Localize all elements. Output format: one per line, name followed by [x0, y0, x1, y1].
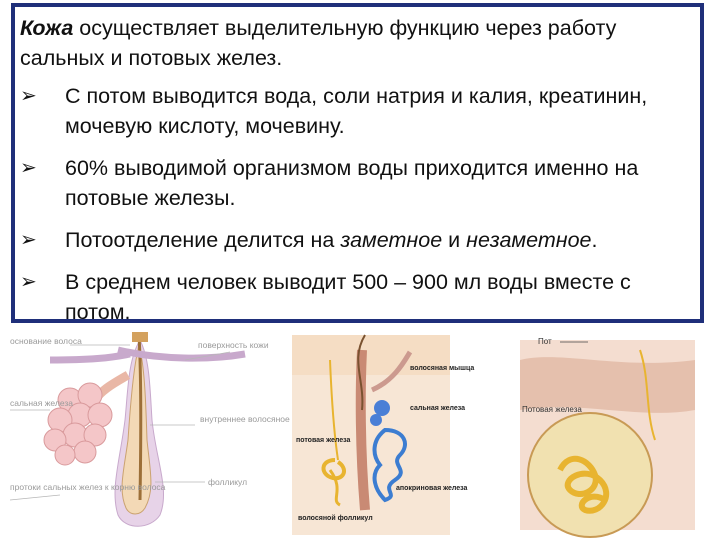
label-follicle: фолликул	[208, 477, 247, 487]
bullet-text-post: .	[591, 228, 598, 252]
figure-middle-skin-glands: волосяная мышца сальная железа потовая ж…	[292, 334, 474, 535]
bullet-text-mid: и	[442, 228, 467, 252]
bullet-text-pre: Потоотделение делится на	[65, 228, 341, 252]
intro-rest-line1: осуществляет выделительную функцию через…	[73, 16, 617, 40]
label-apocrine-gland: апокриновая железа	[396, 485, 468, 492]
bullet-item: ➢ В среднем человек выводит 500 – 900 мл…	[20, 267, 696, 327]
arrow-bullet-icon: ➢	[20, 85, 37, 107]
bullet-text: С потом выводится вода, соли натрия и ка…	[65, 84, 648, 138]
figure-left-sebaceous-gland: основание волоса поверхность кожи сальна…	[0, 330, 335, 540]
label-sebaceous-ducts: протоки сальных желез к корню волоса	[10, 482, 166, 492]
label-hair-follicle: волосяной фолликул	[298, 514, 373, 522]
label-sebaceous-gland-mid: сальная железа	[410, 405, 465, 412]
bullet-emphasis-unnoticeable: незаметное	[466, 228, 592, 252]
label-sweat-gland-right: Потовая железа	[522, 405, 582, 414]
arrow-bullet-icon: ➢	[20, 157, 37, 179]
label-hair-muscle: волосяная мышца	[410, 365, 474, 372]
slide-text-box: Кожа осуществляет выделительную функцию …	[11, 3, 704, 324]
bullet-item: ➢ С потом выводится вода, соли натрия и …	[20, 81, 696, 141]
label-sebaceous-gland: сальная железа	[10, 398, 73, 408]
bullet-text: 60% выводимой организмом воды приходится…	[65, 156, 639, 210]
label-skin-surface: поверхность кожи	[198, 340, 269, 350]
figure-right-sweat-gland: Пот Потовая железа	[520, 337, 695, 538]
intro-term: Кожа	[20, 16, 74, 40]
bullet-list: ➢ С потом выводится вода, соли натрия и …	[20, 81, 696, 327]
bullet-emphasis-noticeable: заметное	[340, 228, 443, 252]
label-inner-root-sheath: внутреннее волосяное влагалище	[200, 414, 335, 424]
bullet-text: В среднем человек выводит 500 – 900 мл в…	[65, 270, 631, 324]
bullet-item: ➢ Потоотделение делится на заметное и не…	[20, 225, 696, 255]
label-hair-base: основание волоса	[10, 336, 82, 346]
label-sweat-gland-mid: потовая железа	[296, 437, 350, 444]
intro-paragraph: Кожа осуществляет выделительную функцию …	[20, 13, 696, 73]
arrow-bullet-icon: ➢	[20, 271, 37, 293]
illustrations: основание волоса поверхность кожи сальна…	[0, 330, 695, 540]
label-sweat: Пот	[538, 337, 552, 346]
intro-line2: сальных и потовых желез.	[20, 46, 283, 70]
bullet-item: ➢ 60% выводимой организмом воды приходит…	[20, 153, 696, 213]
arrow-bullet-icon: ➢	[20, 229, 37, 251]
